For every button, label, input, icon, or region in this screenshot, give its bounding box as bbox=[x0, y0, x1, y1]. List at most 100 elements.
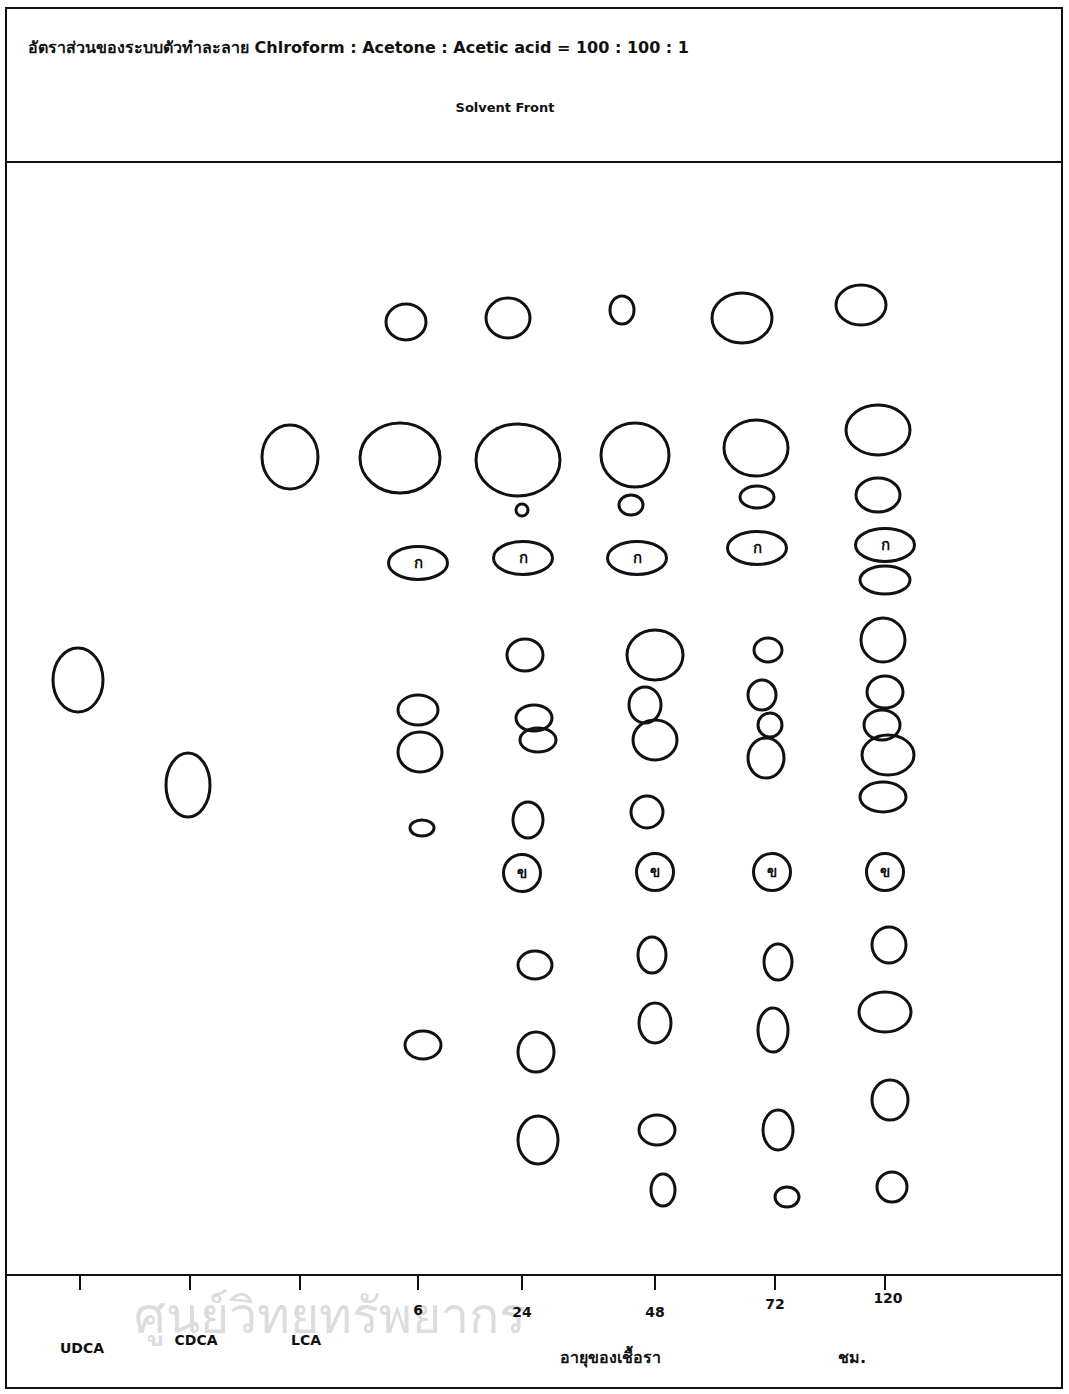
plate-border bbox=[6, 8, 1062, 1388]
tlc-spot bbox=[601, 423, 669, 487]
tlc-spot bbox=[639, 1115, 675, 1145]
labelled-spot: ข bbox=[752, 852, 792, 892]
axis-label: ชม. bbox=[838, 1348, 866, 1367]
tlc-spot bbox=[638, 937, 666, 973]
axis-label: CDCA bbox=[174, 1332, 217, 1349]
tlc-spot bbox=[398, 732, 442, 772]
labelled-spot: ก bbox=[726, 530, 788, 566]
labelled-spot: ก bbox=[854, 527, 916, 563]
labelled-spot: ก bbox=[492, 540, 554, 576]
axis-label: 120 bbox=[873, 1290, 902, 1307]
tlc-spot bbox=[629, 687, 661, 723]
tlc-spot bbox=[763, 1110, 793, 1150]
axis-label: 24 bbox=[512, 1304, 531, 1321]
labelled-spot: ก bbox=[606, 540, 668, 576]
tlc-spot bbox=[262, 425, 318, 489]
spot-ellipse bbox=[728, 532, 787, 565]
lane-tick bbox=[884, 1275, 886, 1290]
spot-letter: ข bbox=[767, 864, 777, 881]
spot-letter: ก bbox=[519, 550, 528, 567]
tlc-spot bbox=[619, 495, 643, 515]
spot-ellipse bbox=[856, 529, 915, 562]
tlc-spot bbox=[872, 1080, 908, 1120]
tlc-spot bbox=[877, 1172, 907, 1202]
tlc-spot bbox=[405, 1031, 441, 1059]
tlc-spot bbox=[775, 1187, 799, 1207]
spot-letter: ก bbox=[414, 555, 423, 572]
spot-ellipse bbox=[608, 542, 667, 575]
tlc-spot bbox=[856, 478, 900, 512]
tlc-spot bbox=[631, 796, 663, 828]
labelled-spot: ก bbox=[387, 545, 449, 581]
spot-ellipse bbox=[754, 854, 791, 891]
tlc-spot bbox=[764, 944, 792, 980]
tlc-spot bbox=[748, 738, 784, 778]
labelled-spot: ข bbox=[865, 852, 905, 892]
lane-tick bbox=[774, 1275, 776, 1290]
spot-ellipse bbox=[504, 855, 541, 892]
solvent-ratio-title: อัตราส่วนของระบบตัวทำละลาย Chlroform : A… bbox=[28, 38, 689, 57]
axis-label: 6 bbox=[413, 1302, 423, 1319]
tlc-spot bbox=[518, 951, 552, 979]
tlc-spot bbox=[486, 298, 530, 338]
spot-letter: ข bbox=[880, 864, 890, 881]
tlc-spot bbox=[516, 504, 528, 516]
tlc-spot bbox=[53, 648, 103, 712]
axis-label: อายุของเชื้อรา bbox=[560, 1348, 661, 1367]
tlc-spot bbox=[633, 720, 677, 760]
tlc-spot bbox=[846, 405, 910, 455]
solvent-front-label: Solvent Front bbox=[456, 100, 555, 116]
tlc-spot bbox=[651, 1174, 675, 1206]
tlc-spot bbox=[862, 735, 914, 775]
tlc-spot bbox=[860, 782, 906, 812]
spot-letter: ก bbox=[881, 537, 890, 554]
spot-ellipse bbox=[389, 547, 448, 580]
labelled-spot: ข bbox=[635, 852, 675, 892]
tlc-spot bbox=[507, 639, 543, 671]
tlc-spot bbox=[513, 802, 543, 838]
tlc-spot bbox=[872, 927, 906, 963]
spot-letter: ก bbox=[753, 540, 762, 557]
tlc-spot bbox=[859, 992, 911, 1032]
axis-label: UDCA bbox=[60, 1340, 104, 1357]
tlc-spot bbox=[410, 820, 434, 836]
tlc-spot bbox=[520, 728, 556, 752]
tlc-spot bbox=[867, 676, 903, 708]
tlc-spot bbox=[836, 285, 886, 325]
tlc-spot bbox=[166, 753, 210, 817]
tlc-spot bbox=[639, 1003, 671, 1043]
tlc-spot bbox=[398, 695, 438, 725]
lane-tick bbox=[654, 1275, 656, 1290]
tlc-spot bbox=[861, 618, 905, 662]
tlc-spot bbox=[758, 1008, 788, 1052]
tlc-spot bbox=[386, 304, 426, 340]
baseline-divider bbox=[6, 1274, 1062, 1276]
spot-ellipse bbox=[494, 542, 553, 575]
tlc-spot bbox=[518, 1032, 554, 1072]
axis-label: 72 bbox=[765, 1296, 784, 1313]
tlc-spot bbox=[740, 486, 774, 508]
tlc-spot bbox=[518, 1116, 558, 1164]
tlc-spot bbox=[476, 424, 560, 496]
tlc-spot bbox=[754, 638, 782, 662]
tlc-spot bbox=[610, 296, 634, 324]
axis-label: 48 bbox=[645, 1304, 664, 1321]
tlc-spot bbox=[860, 566, 910, 594]
spot-ellipse bbox=[637, 854, 674, 891]
lane-tick bbox=[79, 1275, 81, 1290]
tlc-spot bbox=[627, 630, 683, 680]
header-divider bbox=[6, 161, 1062, 163]
tlc-spot bbox=[712, 293, 772, 343]
tlc-spot bbox=[748, 680, 776, 710]
spot-letter: ข bbox=[517, 865, 527, 882]
tlc-spot bbox=[724, 420, 788, 476]
spot-letter: ก bbox=[633, 550, 642, 567]
spot-ellipse bbox=[867, 854, 904, 891]
tlc-spot bbox=[360, 423, 440, 493]
spot-letter: ข bbox=[650, 864, 660, 881]
axis-label: LCA bbox=[291, 1332, 321, 1349]
tlc-spot bbox=[758, 713, 782, 737]
labelled-spot: ข bbox=[502, 853, 542, 893]
